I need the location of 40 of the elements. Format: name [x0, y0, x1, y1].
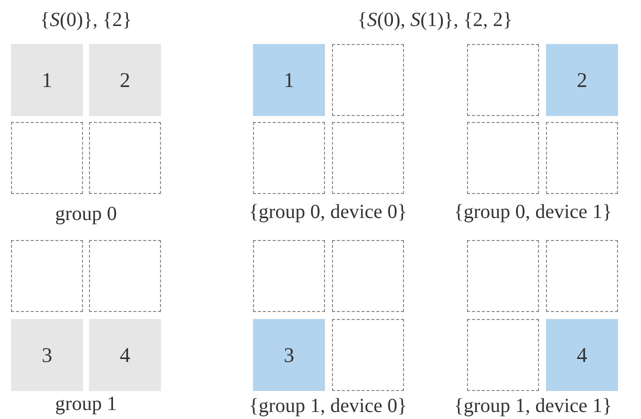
box-number: 1 [42, 68, 52, 92]
empty-dashed-box [467, 122, 539, 194]
box-number: 2 [576, 68, 588, 92]
empty-dashed-box [332, 319, 404, 391]
group-caption: {group 1, device 0} [248, 394, 408, 418]
box-number: 4 [120, 342, 130, 368]
empty-dashed-box [332, 44, 404, 116]
filled-box [546, 44, 618, 116]
filled-box [89, 319, 161, 391]
heading-label: {S(0)}, {2} [40, 8, 132, 32]
box-number: 3 [42, 342, 52, 368]
empty-dashed-box [467, 319, 539, 391]
group-caption: {group 0, device 0} [248, 200, 408, 224]
box-number: 3 [284, 342, 294, 368]
empty-dashed-box [332, 240, 404, 312]
empty-dashed-box [467, 44, 539, 116]
filled-box [253, 319, 325, 391]
empty-dashed-box [546, 122, 618, 194]
box-number: 2 [120, 68, 130, 92]
box-number: 4 [576, 342, 588, 368]
empty-dashed-box [11, 240, 83, 312]
group-caption: {group 0, device 1} [454, 200, 612, 224]
heading-label: {S(0), S(1)}, {2, 2} [357, 8, 513, 32]
group-caption: group 0 [55, 202, 117, 226]
empty-dashed-box [467, 240, 539, 312]
empty-dashed-box [253, 122, 325, 194]
empty-dashed-box [11, 122, 83, 194]
group-caption: {group 1, device 1} [454, 394, 612, 418]
empty-dashed-box [89, 240, 161, 312]
filled-box [11, 319, 83, 391]
empty-dashed-box [89, 122, 161, 194]
group-caption: group 1 [55, 392, 117, 416]
filled-box [546, 319, 618, 391]
box-number: 1 [284, 68, 294, 92]
empty-dashed-box [253, 240, 325, 312]
empty-dashed-box [546, 240, 618, 312]
empty-dashed-box [332, 122, 404, 194]
filled-box [89, 44, 161, 116]
filled-box [253, 44, 325, 116]
filled-box [11, 44, 83, 116]
